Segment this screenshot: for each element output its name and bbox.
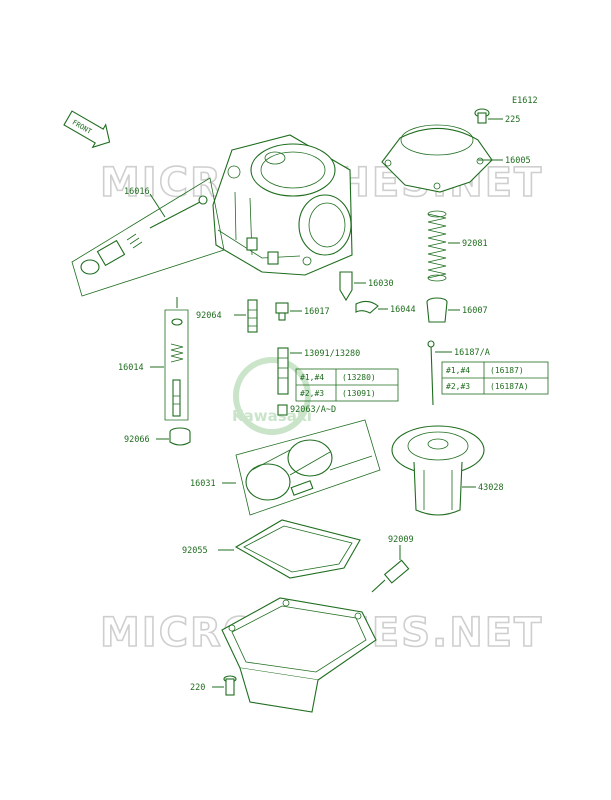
kawasaki-logo-text: Kawasaki — [232, 407, 312, 425]
spring-92081 — [427, 210, 447, 282]
label-16044: 16044 — [390, 305, 416, 315]
label-225: 225 — [505, 115, 520, 125]
label-220: 220 — [190, 683, 205, 693]
diaphragm-slide-43028 — [391, 425, 485, 516]
label-92063: 92063/A~D — [290, 405, 336, 415]
label-43028: 43028 — [478, 483, 504, 493]
main-jet-13091-13280 — [277, 347, 289, 395]
label-16014: 16014 — [118, 363, 144, 373]
drain-screw-92009 — [371, 559, 410, 593]
cap-92066 — [169, 427, 191, 446]
jet-92063 — [277, 404, 288, 416]
label-92066: 92066 — [124, 435, 150, 445]
carburetor-body — [212, 134, 353, 276]
float-group-16031 — [235, 419, 381, 516]
screw-220 — [223, 675, 237, 696]
needle-jet-16017 — [275, 302, 289, 321]
jet-table-row2-cyl: #2,#3 — [300, 389, 324, 398]
pilot-screw-group-16016 — [71, 177, 225, 297]
needle-table-row2-cyl: #2,#3 — [446, 382, 470, 391]
jet-table: #1,#4 (13280) #2,#3 (13091) — [295, 368, 399, 402]
top-cover-16005 — [381, 124, 493, 193]
jet-table-row2-part: (13091) — [342, 389, 376, 398]
label-92055: 92055 — [182, 546, 208, 556]
float-needle-16030 — [339, 271, 353, 302]
label-16031: 16031 — [190, 479, 216, 489]
gasket-92055 — [234, 519, 361, 579]
screw-225 — [474, 108, 490, 124]
jet-table-row1-part: (13280) — [342, 373, 376, 382]
needle-holder-16007 — [426, 297, 448, 323]
pilot-jet-group-16014 — [164, 309, 189, 421]
needle-table-row1-cyl: #1,#4 — [446, 366, 470, 375]
label-16017: 16017 — [304, 307, 330, 317]
label-16030: 16030 — [368, 279, 394, 289]
kawasaki-logo: Kawasaki — [232, 357, 312, 435]
diagram-code: E1612 — [512, 96, 538, 106]
jet-holder-92064 — [247, 299, 258, 333]
label-16007: 16007 — [462, 306, 488, 316]
label-16016: 16016 — [124, 187, 150, 197]
label-16005: 16005 — [505, 156, 531, 166]
front-arrow-icon: FRONT — [63, 110, 111, 149]
clip-16044 — [355, 300, 379, 314]
label-16187a: 16187/A — [454, 348, 490, 358]
label-13091-13280: 13091/13280 — [304, 349, 360, 359]
needle-table-row1-part: (16187) — [490, 366, 524, 375]
jet-needle-16187a — [427, 340, 435, 406]
float-bowl — [221, 597, 377, 713]
needle-table: #1,#4 (16187) #2,#3 (16187A) — [441, 361, 549, 395]
label-92081: 92081 — [462, 239, 488, 249]
jet-table-row1-cyl: #1,#4 — [300, 373, 324, 382]
label-92064: 92064 — [196, 311, 222, 321]
needle-table-row2-part: (16187A) — [490, 382, 529, 391]
label-92009: 92009 — [388, 535, 414, 545]
